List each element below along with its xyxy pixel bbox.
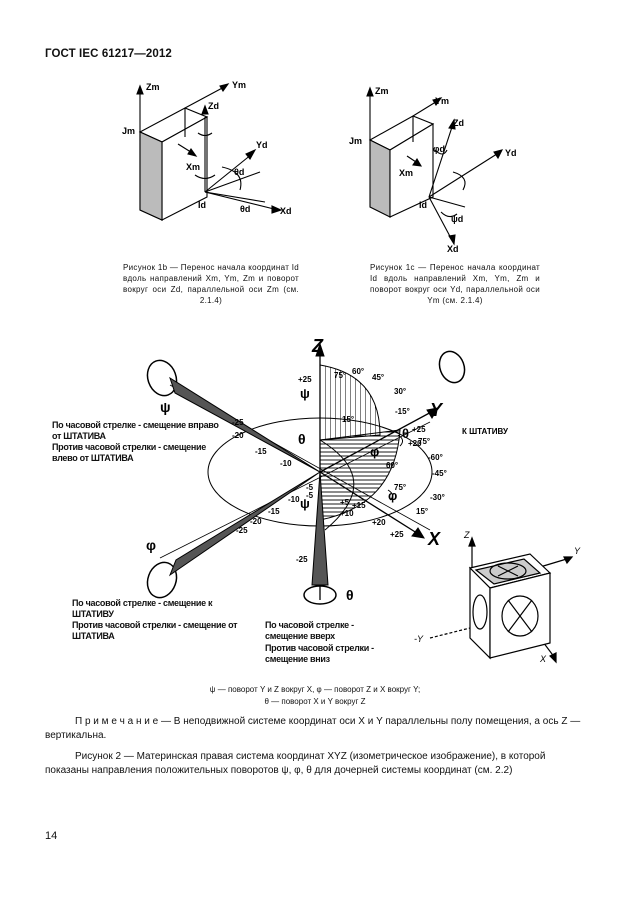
- svg-text:75°: 75°: [394, 483, 406, 492]
- label-clockwise-right: По часовой стрелке - смещение вправо от …: [52, 420, 219, 441]
- label-clockwise-to: По часовой стрелке - смещение к ШТАТИВУ: [72, 598, 213, 619]
- cube-y: Y: [574, 546, 581, 556]
- svg-text:60°: 60°: [352, 367, 364, 376]
- label-theta-d2: θd: [240, 204, 250, 214]
- svg-text:+25: +25: [390, 530, 404, 539]
- page-number: 14: [45, 830, 58, 842]
- svg-text:-25: -25: [236, 526, 248, 535]
- theta-symbol: θ: [346, 587, 354, 603]
- axis-x: X: [427, 529, 441, 549]
- label-phi-d: φd: [433, 144, 445, 154]
- svg-text:-30°: -30°: [430, 493, 445, 502]
- svg-text:-20: -20: [250, 517, 262, 526]
- figure-1b: Zm Ym Zd Jm Xm Yd θd Id θd Xd: [122, 80, 292, 221]
- note-text: — В неподвижной системе координат оси X …: [45, 716, 581, 741]
- cube-neg-y: -Y: [414, 634, 424, 644]
- label-psi-d: ψd: [451, 214, 463, 224]
- label-xm-c: Xm: [399, 168, 413, 178]
- svg-text:-45°: -45°: [432, 469, 447, 478]
- ym-axis: [184, 85, 227, 109]
- theta-center: θ: [298, 431, 306, 447]
- svg-text:60°: 60°: [386, 461, 398, 470]
- label-jm-c: Jm: [349, 136, 362, 146]
- phi-symbol: φ: [146, 537, 156, 553]
- svg-text:45°: 45°: [372, 373, 384, 382]
- label-counter-down: Против часовой стрелки - смещение вниз: [265, 643, 374, 664]
- cube-figure: Z Y -Y X: [414, 530, 581, 664]
- theta-small: θ: [402, 426, 409, 441]
- svg-text:-15: -15: [268, 507, 280, 516]
- svg-text:15°: 15°: [416, 507, 428, 516]
- label-zm-c: Zm: [375, 86, 389, 96]
- axis-z: Z: [311, 336, 324, 356]
- svg-text:-5: -5: [306, 491, 314, 500]
- svg-text:75°: 75°: [334, 371, 346, 380]
- cube-z: Z: [463, 530, 470, 540]
- psi-symbol: ψ: [160, 399, 171, 415]
- label-jm: Jm: [122, 126, 135, 136]
- svg-text:-10: -10: [280, 459, 292, 468]
- fig1b-caption: Рисунок 1b — Перенос начала координат Id…: [123, 263, 299, 305]
- label-zd: Zd: [208, 101, 219, 111]
- svg-text:75°: 75°: [418, 437, 430, 446]
- standard-header: ГОСТ IEC 61217—2012: [45, 48, 172, 60]
- svg-text:+10: +10: [340, 509, 354, 518]
- tick-z-pos: +25: [298, 375, 312, 384]
- label-xd: Xd: [280, 206, 292, 216]
- legend-line2: θ — поворот X и Y вокруг Z: [264, 697, 366, 706]
- phi-small: φ: [388, 488, 397, 503]
- label-clockwise-up: По часовой стрелке - смещение вверх: [265, 620, 354, 641]
- note: П р и м е ч а н и е — В неподвижной сист…: [45, 715, 585, 743]
- label-xd-c: Xd: [447, 244, 459, 254]
- svg-text:+15: +15: [352, 501, 366, 510]
- label-zd-c: Zd: [453, 118, 464, 128]
- label-zm: Zm: [146, 82, 160, 92]
- svg-text:+20: +20: [372, 518, 386, 527]
- label-theta-d: θd: [234, 167, 244, 177]
- label-right: К ШТАТИВУ: [462, 427, 509, 436]
- psi-small-2: ψ: [300, 496, 310, 511]
- figure-2-caption: Рисунок 2 — Материнская правая система к…: [45, 751, 546, 776]
- tick-z-neg: -25: [296, 555, 308, 564]
- svg-text:15°: 15°: [342, 415, 354, 424]
- label-id: Id: [198, 200, 206, 210]
- label-yd: Yd: [256, 140, 268, 150]
- svg-text:30°: 30°: [394, 387, 406, 396]
- phi-mid: φ: [370, 444, 379, 459]
- axis-y: Y: [430, 400, 444, 420]
- svg-text:-5: -5: [306, 483, 314, 492]
- psi-small: ψ: [300, 386, 310, 401]
- svg-text:-60°: -60°: [428, 453, 443, 462]
- svg-text:+5: +5: [340, 498, 350, 507]
- svg-text:-20: -20: [232, 431, 244, 440]
- label-ym-c: Ym: [435, 96, 449, 106]
- svg-text:+25: +25: [412, 425, 426, 434]
- label-counter-from: Против часовой стрелки - смещение от ШТА…: [72, 620, 238, 641]
- note-prefix: П р и м е ч а н и е: [75, 716, 159, 727]
- figure-2: Z Y X ψ φ θ θ +25 -25 -5 -10 -15 -20 -25…: [146, 336, 509, 605]
- legend-line1: ψ — поворот Y и Z вокруг X, φ — поворот …: [209, 685, 421, 694]
- svg-text:-15: -15: [255, 447, 267, 456]
- figure-1c: Zm Ym Zd Jm φd Xm Yd Id ψd Xd: [349, 86, 517, 254]
- svg-text:-10: -10: [288, 495, 300, 504]
- label-id-c: Id: [419, 200, 427, 210]
- label-ym: Ym: [232, 80, 246, 90]
- label-counter-left: Против часовой стрелки - смещение влево …: [52, 442, 206, 463]
- label-xm: Xm: [186, 162, 200, 172]
- label-yd-c: Yd: [505, 148, 517, 158]
- svg-text:+20: +20: [408, 439, 422, 448]
- svg-text:-15°: -15°: [395, 407, 410, 416]
- fig1c-caption: Рисунок 1с — Перенос начала координат Id…: [370, 263, 540, 305]
- svg-text:-25: -25: [232, 418, 244, 427]
- cube-x: X: [539, 654, 547, 664]
